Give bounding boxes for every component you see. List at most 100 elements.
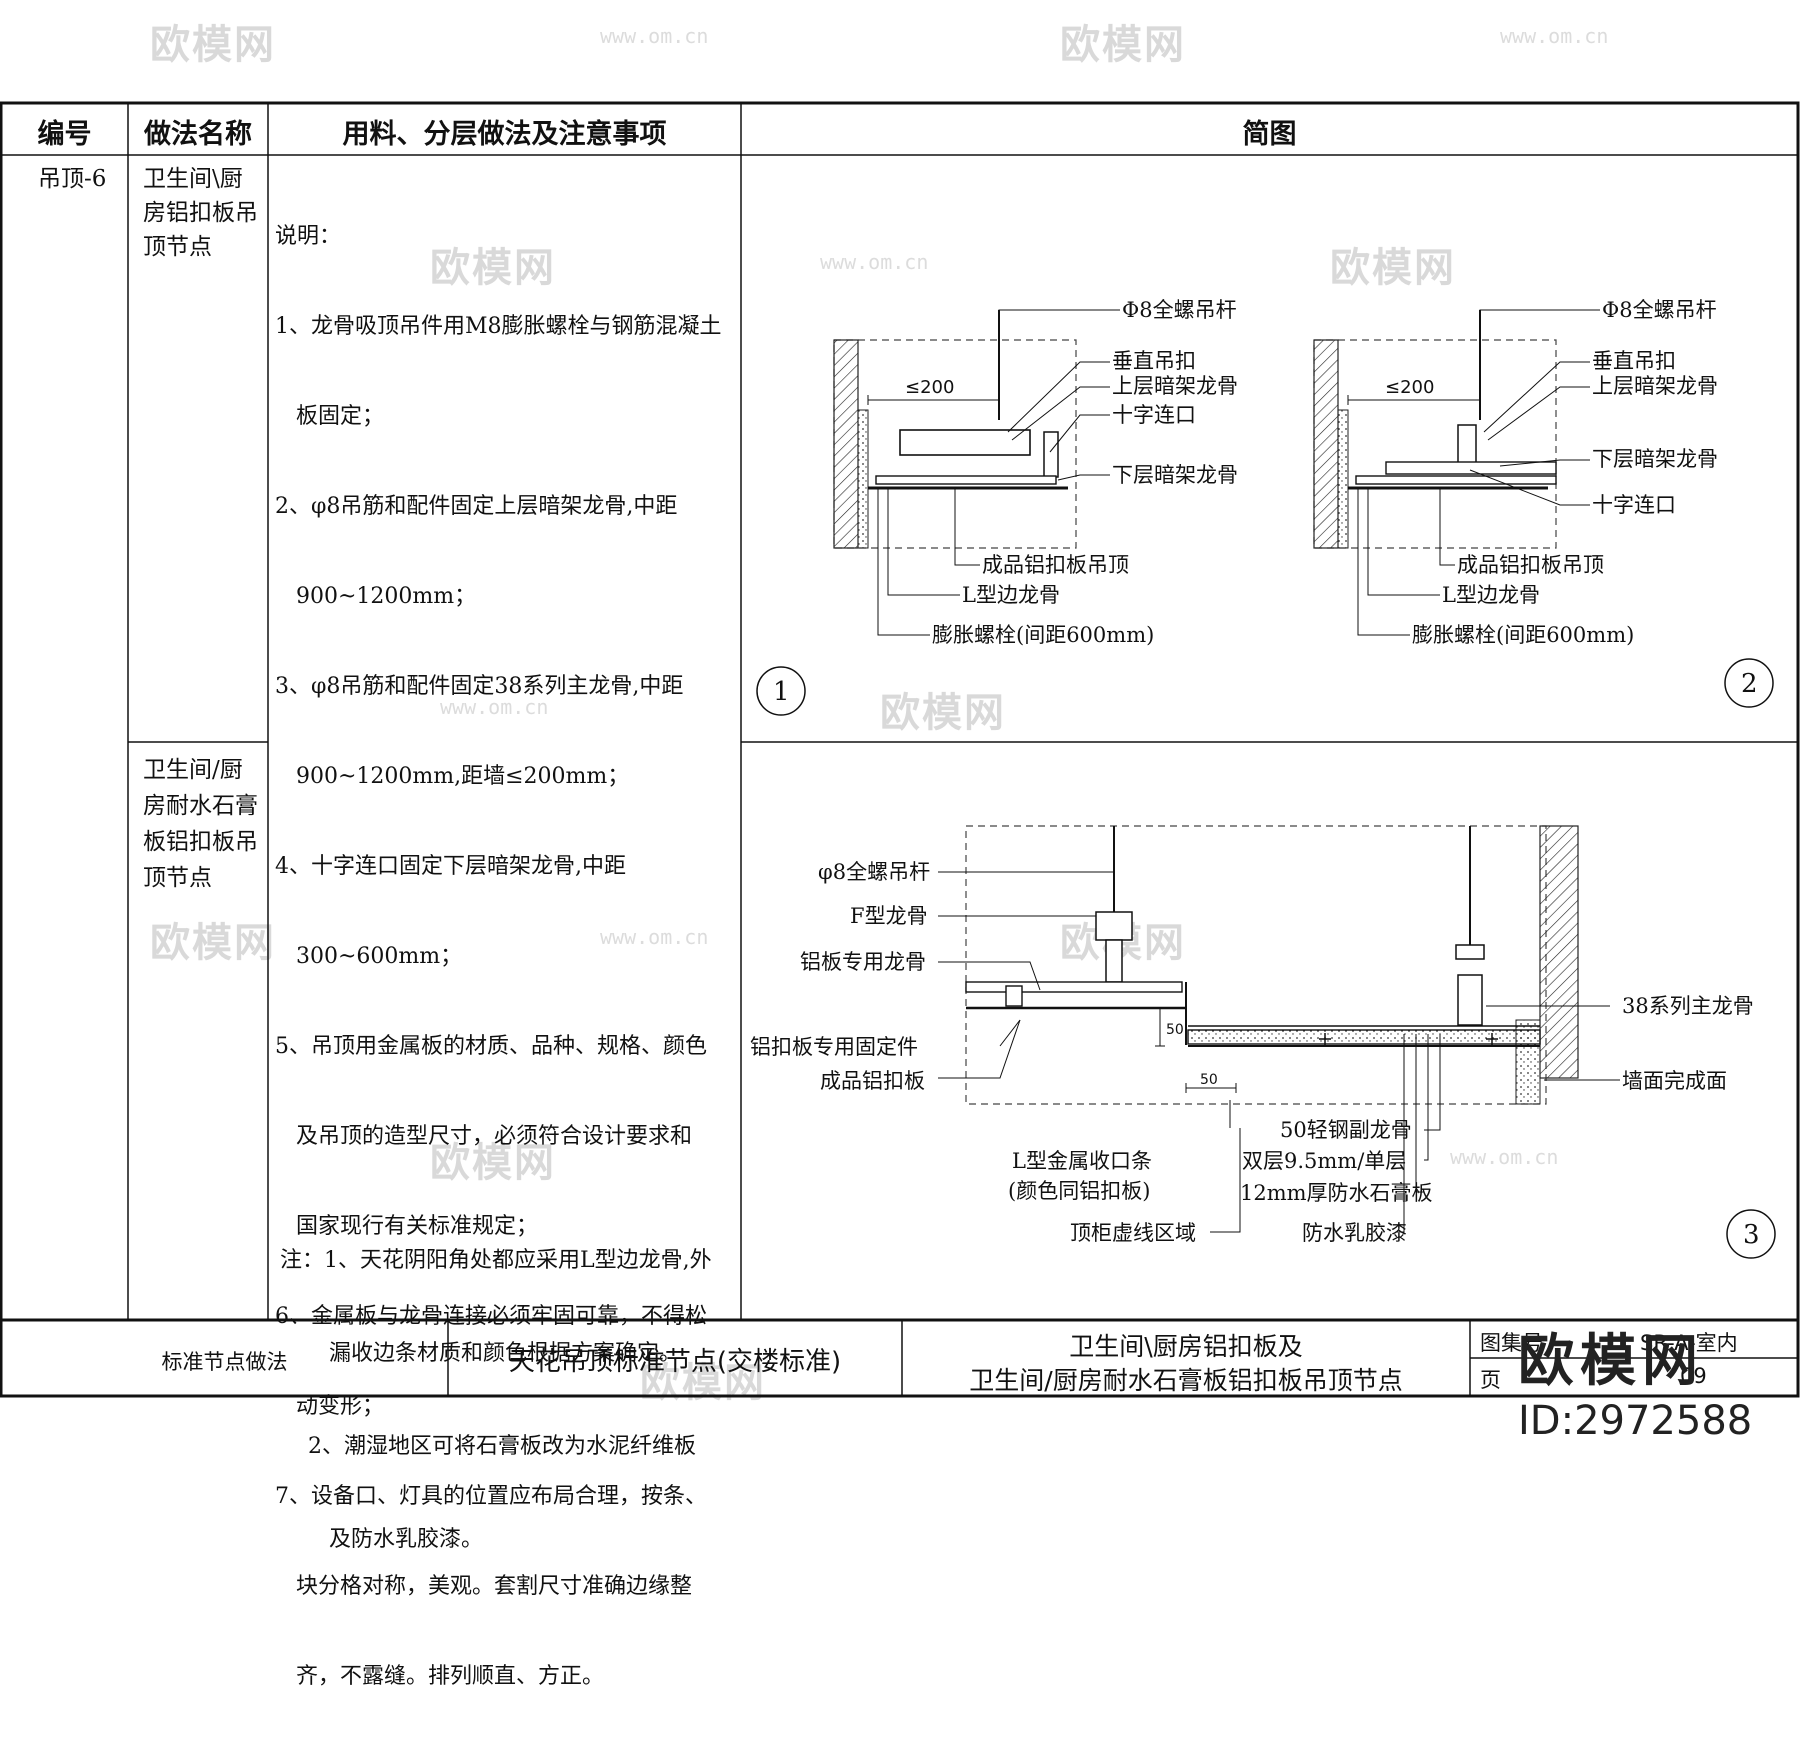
row-name-2-line: 板铝扣板吊 — [143, 829, 258, 855]
note-line: 说明： — [275, 224, 342, 249]
table-grid — [0, 101, 1800, 1398]
d3-label: 12mm厚防水石膏板 — [1240, 1181, 1433, 1205]
brand-logo-id: ID:2972588 — [1518, 1398, 1753, 1444]
d3-dim-v: 50 — [1166, 1022, 1184, 1038]
d3-number-circle — [1726, 1209, 1776, 1259]
d2-label: 成品铝扣板吊顶 — [1457, 553, 1604, 577]
d3-label: 铝板专用龙骨 — [800, 950, 926, 974]
watermark-url: www.om.cn — [1450, 1145, 1559, 1169]
d3-label: 成品铝扣板 — [820, 1069, 925, 1093]
row-name-2-line: 房耐水石膏 — [143, 793, 258, 819]
d1-number-circle — [756, 666, 806, 716]
watermark-url: www.om.cn — [1500, 24, 1609, 48]
title-block-label: 标准节点做法 — [161, 1350, 288, 1374]
d1-label: 膨胀螺栓(间距600mm) — [932, 623, 1154, 647]
note-line: 国家现行有关标准规定； — [275, 1214, 538, 1239]
row-name-1-line: 卫生间\厨 — [143, 166, 243, 192]
watermark: 欧模网 — [880, 690, 1006, 736]
diagrams-canvas: ≤200 Φ8全螺吊杆 垂直吊扣 上层暗架龙骨 十字连口 下层暗架龙骨 成品铝扣… — [750, 298, 1776, 1259]
note-line: 动变形； — [275, 1394, 384, 1419]
page-value: 09 — [1680, 1364, 1707, 1388]
watermark-url: www.om.cn — [440, 695, 549, 719]
d2-label: 上层暗架龙骨 — [1592, 374, 1718, 398]
watermark-url: www.om.cn — [600, 925, 709, 949]
watermark: 欧模网 — [430, 1140, 556, 1186]
note-line: 板固定； — [275, 404, 384, 429]
watermark: 欧模网 — [1060, 22, 1186, 68]
note-line: 900~1200mm； — [275, 584, 477, 609]
diagram-1: ≤200 Φ8全螺吊杆 垂直吊扣 上层暗架龙骨 十字连口 下层暗架龙骨 成品铝扣… — [756, 298, 1238, 716]
watermark: 欧模网 — [150, 22, 276, 68]
header-method-name: 做法名称 — [144, 119, 252, 150]
diagram-2: ≤200 Φ8全螺吊杆 垂直吊扣 上层暗架龙骨 下层暗架龙骨 十字连口 成品铝扣… — [1313, 298, 1774, 708]
drawing-no-value: SR-A-室内 — [1640, 1331, 1738, 1355]
title-block-sub-title-2: 卫生间/厨房耐水石膏板铝扣板吊顶节点 — [969, 1366, 1403, 1395]
watermark-url: www.om.cn — [820, 250, 929, 274]
brand-logo-name: 欧模网 — [1518, 1329, 1704, 1394]
note-line: 齐，不露缝。排列顺直、方正。 — [275, 1664, 604, 1689]
row-name-1: 卫生间\厨 房铝扣板吊 顶节点 — [143, 162, 263, 264]
d1-dim: ≤200 — [905, 377, 954, 398]
note-line: 6、金属板与龙骨连接必须牢固可靠，不得松 — [275, 1304, 707, 1329]
note-line: 3、φ8吊筋和配件固定38系列主龙骨,中距 — [275, 674, 684, 699]
watermark: 欧模网 — [430, 245, 556, 291]
note-line: 5、吊顶用金属板的材质、品种、规格、颜色 — [275, 1034, 707, 1059]
row-code: 吊顶-6 — [38, 166, 107, 192]
footnotes-block: 注：1、天花阴阳角处都应采用L型边龙骨,外 漏收边条材质和颜色根据方案确定。 2… — [280, 1183, 738, 1617]
d2-label: 垂直吊扣 — [1592, 349, 1676, 373]
d3-label: 38系列主龙骨 — [1622, 994, 1754, 1018]
d1-label: 成品铝扣板吊顶 — [982, 553, 1129, 577]
drawing-sheet: 欧模网 www.om.cn 欧模网 www.om.cn 欧模网 欧模网 www.… — [0, 22, 1800, 1689]
footnote-line: 及防水乳胶漆。 — [280, 1527, 483, 1552]
d3-label: 铝扣板专用固定件 — [750, 1035, 918, 1059]
footnote-line: 漏收边条材质和颜色根据方案确定。 — [280, 1341, 681, 1366]
watermark: 欧模网 — [1330, 245, 1456, 291]
watermark: 欧模网 — [150, 920, 276, 966]
row-name-1-line: 房铝扣板吊 — [143, 200, 258, 226]
d1-label: 十字连口 — [1112, 403, 1196, 427]
d2-dim: ≤200 — [1385, 377, 1434, 398]
page-label: 页 — [1480, 1368, 1501, 1392]
d1-label: Φ8全螺吊杆 — [1122, 298, 1237, 322]
row-name-2-line: 顶节点 — [143, 865, 212, 891]
d3-label: 顶柜虚线区域 — [1070, 1221, 1196, 1245]
d1-label: 上层暗架龙骨 — [1112, 374, 1238, 398]
header-code: 编号 — [37, 119, 92, 150]
footnote-line: 注：1、天花阴阳角处都应采用L型边龙骨,外 — [280, 1248, 712, 1273]
d2-number: 2 — [1741, 669, 1758, 699]
d2-label: 下层暗架龙骨 — [1592, 447, 1718, 471]
title-block-sub-title-1: 卫生间\厨房铝扣板及 — [1069, 1332, 1303, 1361]
d2-label: 膨胀螺栓(间距600mm) — [1412, 623, 1634, 647]
d3-label: 50轻钢副龙骨 — [1280, 1118, 1412, 1142]
d3-label: φ8全螺吊杆 — [818, 860, 930, 884]
d2-label: 十字连口 — [1592, 493, 1676, 517]
d2-label: Φ8全螺吊杆 — [1602, 298, 1717, 322]
note-line: 2、φ8吊筋和配件固定上层暗架龙骨,中距 — [275, 494, 678, 519]
footnote-line: 2、潮湿地区可将石膏板改为水泥纤维板 — [280, 1434, 696, 1459]
note-line: 1、龙骨吸顶吊件用M8膨胀螺栓与钢筋混凝土 — [275, 314, 722, 339]
drawing-no-label: 图集号 — [1480, 1331, 1543, 1355]
d3-label: 防水乳胶漆 — [1302, 1221, 1407, 1245]
d2-number-circle — [1724, 658, 1774, 708]
d3-label: L型金属收口条 — [1012, 1149, 1152, 1173]
diagram-3: 50 50 φ8全螺吊杆 F型龙骨 铝板专用龙骨 — [750, 825, 1776, 1259]
note-line: 300~600mm； — [275, 944, 463, 969]
d3-number: 3 — [1743, 1220, 1760, 1250]
row-name-2-line: 卫生间/厨 — [143, 757, 243, 783]
d1-label: L型边龙骨 — [962, 583, 1060, 607]
d2-label: L型边龙骨 — [1442, 583, 1540, 607]
watermark-url: www.om.cn — [600, 24, 709, 48]
d3-dim-h: 50 — [1200, 1072, 1218, 1088]
note-line: 900~1200mm,距墙≤200mm； — [275, 764, 630, 789]
row-name-2: 卫生间/厨 房耐水石膏 板铝扣板吊 顶节点 — [143, 752, 263, 896]
d3-label: 双层9.5mm/单层 — [1242, 1149, 1406, 1173]
header-diagram: 简图 — [1242, 119, 1297, 150]
header-materials: 用料、分层做法及注意事项 — [342, 119, 667, 150]
d3-label: (颜色同铝扣板) — [1008, 1179, 1150, 1203]
d3-label: 墙面完成面 — [1622, 1069, 1727, 1093]
watermark: 欧模网 — [640, 1360, 766, 1406]
row-name-1-line: 顶节点 — [143, 234, 212, 260]
d1-label: 下层暗架龙骨 — [1112, 463, 1238, 487]
note-line: 4、十字连口固定下层暗架龙骨,中距 — [275, 854, 626, 879]
d3-label: F型龙骨 — [850, 904, 928, 928]
